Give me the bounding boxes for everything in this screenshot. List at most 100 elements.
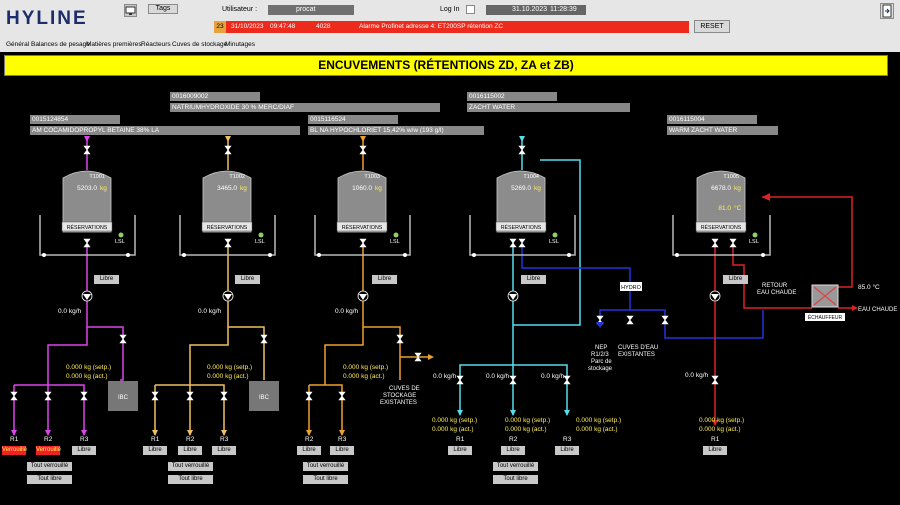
reactor-status[interactable]: Libre [72, 446, 96, 455]
alarm-count: 23 [214, 21, 226, 33]
tout-verrouille-button[interactable]: Tout verrouillé [493, 462, 538, 471]
valves [10, 145, 737, 401]
reservations-button[interactable] [495, 221, 547, 232]
valve-icon[interactable] [80, 391, 88, 401]
status-t1002[interactable]: Libre [235, 275, 260, 284]
valve-icon[interactable] [359, 145, 367, 155]
valve-icon[interactable] [711, 238, 719, 248]
valve-icon[interactable] [563, 375, 571, 385]
valve-icon[interactable] [151, 391, 159, 401]
valve-icon[interactable] [596, 315, 604, 325]
pump-icon[interactable] [81, 290, 93, 302]
valve-icon[interactable] [186, 391, 194, 401]
tank-name: T1002 [229, 174, 245, 180]
screen-icon-button[interactable] [124, 4, 137, 17]
reactor-status[interactable]: Libre [178, 446, 202, 455]
tout-libre-button[interactable]: Tout libre [168, 475, 213, 484]
lsl-indicator [752, 232, 758, 238]
reactor-status[interactable]: Libre [212, 446, 236, 455]
reactor-label: R1 [711, 436, 720, 443]
reactor-status[interactable]: Libre [555, 446, 579, 455]
valve-icon[interactable] [119, 334, 127, 344]
arrow-down-icon [306, 430, 312, 436]
valve-icon[interactable] [396, 334, 404, 344]
reactor-status[interactable]: Verrouillé [2, 446, 28, 455]
tout-verrouille-button[interactable]: Tout verrouillé [303, 462, 348, 471]
reactor-status[interactable]: Libre [143, 446, 167, 455]
valve-icon[interactable] [83, 238, 91, 248]
menu-item-reacteurs[interactable]: Réacteurs [141, 41, 171, 48]
tout-libre-button[interactable]: Tout libre [303, 475, 348, 484]
menu-item-balances[interactable]: Balances de pesage [31, 41, 90, 48]
reactor-status[interactable]: Libre [703, 446, 727, 455]
valve-icon[interactable] [359, 238, 367, 248]
reservations-button[interactable] [336, 221, 388, 232]
alarm-bar[interactable]: 23 31/10/2023 09:47:48 4028 Alarme Profi… [214, 21, 689, 33]
login-checkbox[interactable] [466, 5, 475, 14]
valve-icon[interactable] [518, 145, 526, 155]
actual-value: 0.000 kg (act.) [207, 373, 249, 380]
monitor-icon [125, 6, 136, 15]
setpoint-value: 0.000 kg (setp.) [432, 417, 478, 424]
tags-button[interactable]: Tags [148, 4, 178, 14]
reactor-status[interactable]: Libre [501, 446, 525, 455]
pump-icon[interactable] [357, 290, 369, 302]
arrow-down-icon [596, 322, 604, 328]
valve-icon[interactable] [414, 352, 422, 362]
tout-verrouille-button[interactable]: Tout verrouillé [168, 462, 213, 471]
valve-icon[interactable] [509, 375, 517, 385]
reservations-button[interactable] [695, 221, 747, 232]
cuves-stockage-label-3: EXISTANTES [380, 400, 417, 406]
basin-foot [761, 253, 765, 257]
tout-verrouille-button[interactable]: Tout verrouillé [27, 462, 72, 471]
flow-t1001: 0.0 kg/h [58, 308, 82, 315]
reset-button[interactable]: RESET [694, 20, 730, 33]
tout-libre-button[interactable]: Tout libre [493, 475, 538, 484]
alarm-time: 09:47:48 [270, 23, 296, 30]
menu-item-general[interactable]: Général [6, 41, 30, 48]
pump-icon[interactable] [507, 290, 519, 302]
arrow-left-icon [762, 193, 770, 201]
nep-label-2: R1/2/3 [591, 352, 609, 358]
reservations-button[interactable] [201, 221, 253, 232]
valve-icon[interactable] [711, 375, 719, 385]
valve-icon[interactable] [260, 334, 268, 344]
pump-icon[interactable] [222, 290, 234, 302]
tout-libre-button[interactable]: Tout libre [27, 475, 72, 484]
reactor-status[interactable]: Libre [297, 446, 321, 455]
reservations-button[interactable] [61, 221, 113, 232]
menu-item-matieres[interactable]: Matières premières [86, 41, 142, 48]
pump-triangle [359, 294, 367, 300]
pump-triangle [711, 294, 719, 300]
reactor-status[interactable]: Libre [448, 446, 472, 455]
status-t1003[interactable]: Libre [372, 275, 397, 284]
valve-icon[interactable] [224, 238, 232, 248]
valve-icon[interactable] [83, 145, 91, 155]
cuves-stockage-label-2: STOCKAGE [383, 393, 416, 399]
alarm-code: 4028 [316, 23, 331, 30]
status-t1001[interactable]: Libre [94, 275, 119, 284]
valve-icon[interactable] [10, 391, 18, 401]
valve-icon[interactable] [518, 238, 526, 248]
menu-item-minutages[interactable]: Minutages [225, 41, 255, 48]
valve-icon[interactable] [220, 391, 228, 401]
menu-item-cuves[interactable]: Cuves de stockage [172, 41, 228, 48]
actual-value: 0.000 kg (act.) [576, 426, 618, 433]
valve-icon[interactable] [729, 238, 737, 248]
basin-foot [403, 253, 407, 257]
valve-icon[interactable] [338, 391, 346, 401]
valve-icon[interactable] [44, 391, 52, 401]
exit-button[interactable] [880, 3, 894, 19]
tank-weight: 1060.0 [352, 185, 372, 192]
reactor-status[interactable]: Verrouillé [36, 446, 62, 455]
valve-icon[interactable] [661, 315, 669, 325]
valve-icon[interactable] [224, 145, 232, 155]
valve-icon[interactable] [305, 391, 313, 401]
pump-icon[interactable] [709, 290, 721, 302]
valve-icon[interactable] [509, 238, 517, 248]
status-t1004[interactable]: Libre [521, 275, 546, 284]
reactor-status[interactable]: Libre [330, 446, 354, 455]
status-t1005[interactable]: Libre [723, 275, 748, 284]
valve-icon[interactable] [626, 315, 634, 325]
valve-icon[interactable] [456, 375, 464, 385]
